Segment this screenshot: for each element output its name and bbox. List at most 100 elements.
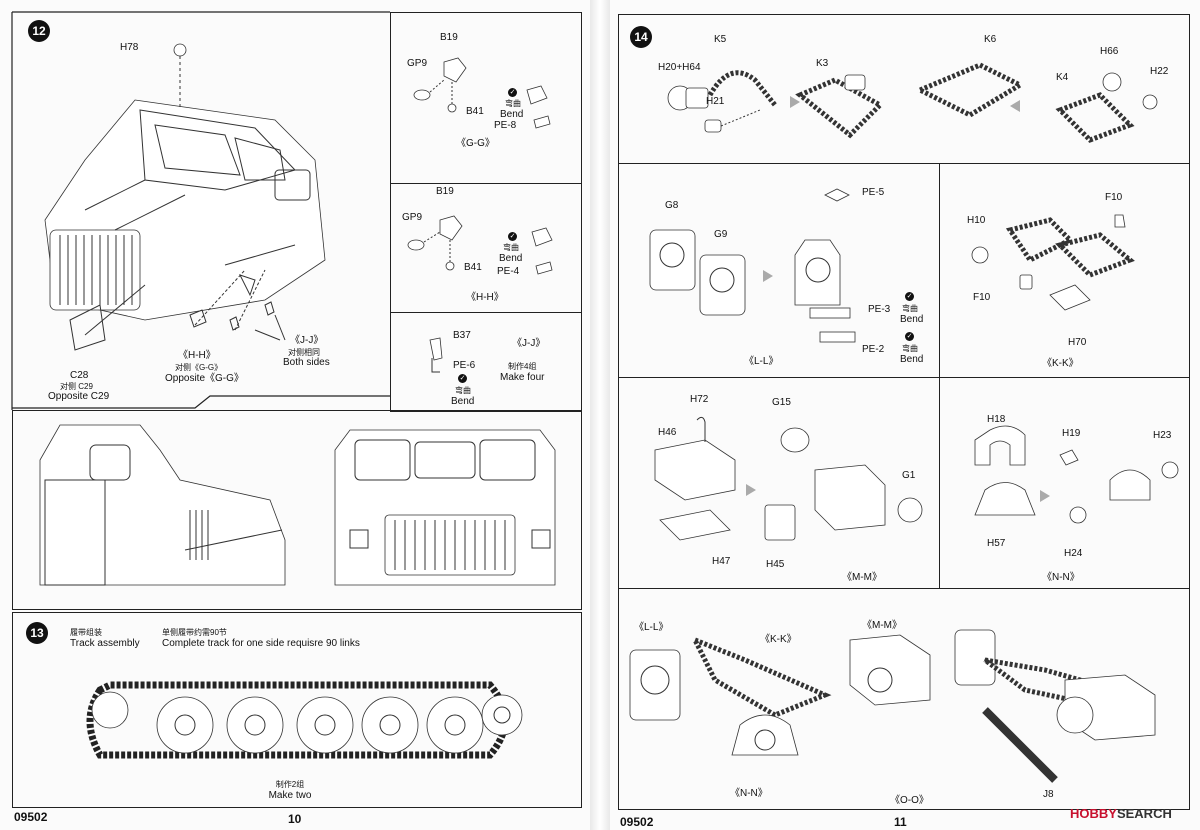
left-catalog-number: 09502: [14, 810, 48, 824]
nn-h19: H19: [1062, 428, 1081, 439]
cab-side-front-views: [39, 424, 556, 586]
mm-g15: G15: [772, 397, 791, 408]
ll-arrow: [763, 270, 773, 282]
kk-h10: H10: [967, 215, 986, 226]
gg-bend-cn: 弯曲: [505, 99, 521, 108]
oo-title: 《O-O》: [890, 795, 929, 806]
step13-links-cn: 单侧履带约需90节: [162, 628, 227, 637]
step14-h66: H66: [1100, 46, 1119, 57]
oo-drawing: [629, 629, 1156, 783]
nn-h57: H57: [987, 538, 1006, 549]
label-jj-en: Both sides: [283, 357, 330, 368]
hh-label-gp9: GP9: [402, 212, 423, 223]
hh-label-b19: B19: [436, 186, 454, 197]
label-c28-cn: 对侧 C29: [60, 382, 93, 391]
step14-k3: K3: [816, 58, 829, 69]
hh-label-b41: B41: [464, 262, 482, 273]
jj-make-en: Make four: [500, 372, 545, 383]
step14-k4: K4: [1056, 72, 1069, 83]
kk-drawing: [971, 214, 1135, 311]
label-c28: C28: [70, 370, 89, 381]
right-catalog-number: 09502: [620, 815, 654, 829]
nn-drawing: [974, 425, 1179, 524]
track-assembly-drawing: [86, 681, 523, 759]
oo-kk-ref: 《K-K》: [760, 634, 797, 645]
nn-h23: H23: [1153, 430, 1172, 441]
jj-parts-drawing: [429, 337, 443, 373]
jj-label-pe6: PE-6: [453, 360, 476, 371]
hh-label-pe4: PE-4: [497, 266, 520, 277]
step14-h20h64: H20+H64: [658, 62, 701, 73]
oo-box: [618, 588, 1190, 810]
step14-k6: K6: [984, 34, 997, 45]
oo-ll-ref: 《L-L》: [634, 622, 669, 633]
nn-h18: H18: [987, 414, 1006, 425]
mm-title: 《M-M》: [842, 572, 882, 583]
jj-bend-cn: 弯曲: [455, 386, 471, 395]
ll-bend-icon-2: ✓: [905, 332, 914, 341]
hh-bend-cn: 弯曲: [503, 243, 519, 252]
right-page: 14 K5 H20+H64 H21 K3 K6 H66 K4 H22 G8 G9…: [610, 0, 1200, 830]
gg-bend-icon: ✓: [508, 88, 517, 97]
jj-make-cn: 制作4组: [508, 362, 537, 371]
left-page: 12 H78 C: [0, 0, 590, 830]
gg-label-gp9: GP9: [407, 58, 428, 69]
mm-g1: G1: [902, 470, 916, 481]
step14-drawing: [667, 62, 1158, 143]
gg-title: 《G-G》: [456, 138, 495, 149]
gg-label-pe8: PE-8: [494, 120, 517, 131]
ll-pe5: PE-5: [862, 187, 885, 198]
label-jj-ref: 《J-J》: [290, 335, 324, 346]
hh-bend-icon: ✓: [508, 232, 517, 241]
label-jj-cn: 对侧相同: [288, 348, 320, 357]
oo-j8: J8: [1043, 789, 1054, 800]
ll-drawing: [649, 188, 856, 343]
gg-label-b19: B19: [440, 32, 458, 43]
jj-bend-icon: ✓: [458, 374, 467, 383]
gg-parts-drawing: [413, 57, 551, 129]
step13-track-cn: 履带组装: [70, 628, 102, 637]
gg-bend-en: Bend: [500, 109, 524, 120]
ll-pe3: PE-3: [868, 304, 891, 315]
jj-box: [390, 312, 582, 412]
mm-h47: H47: [712, 556, 731, 567]
step13-make-cn: 制作2组: [275, 780, 305, 789]
ll-title: 《L-L》: [744, 356, 779, 367]
step13-track-en: Track assembly: [70, 638, 140, 649]
step14-arrow-2: [1010, 100, 1020, 112]
mm-h46: H46: [658, 427, 677, 438]
watermark-rest: SEARCH: [1116, 806, 1172, 821]
book-gutter: [590, 0, 610, 830]
ll-g8: G8: [665, 200, 679, 211]
ll-bend-en-2: Bend: [900, 354, 924, 365]
mm-h72: H72: [690, 394, 709, 405]
label-gg-en: Opposite《G-G》: [165, 373, 244, 384]
truck-cab-drawing: [44, 43, 326, 351]
label-h78: H78: [120, 42, 139, 53]
label-c28-en: Opposite C29: [48, 391, 110, 402]
step13-number: 13: [26, 622, 48, 644]
step13-box: [12, 612, 582, 808]
step14-arrow-1: [790, 96, 800, 108]
mm-arrow: [746, 484, 756, 496]
gg-label-b41: B41: [466, 106, 484, 117]
step14-h22: H22: [1150, 66, 1169, 77]
mm-h45: H45: [766, 559, 785, 570]
hh-bend-en: Bend: [499, 253, 523, 264]
step14-h21: H21: [706, 96, 725, 107]
kk-f10b: F10: [973, 292, 991, 303]
nn-h24: H24: [1064, 548, 1083, 559]
ll-bend-en-1: Bend: [900, 314, 924, 325]
step13-make-en: Make two: [268, 790, 312, 801]
label-gg-cn: 对侧《G-G》: [175, 363, 223, 372]
step14-number: 14: [630, 26, 652, 48]
right-page-number: 11: [894, 815, 907, 829]
mm-drawing: [654, 416, 923, 541]
ll-g9: G9: [714, 229, 728, 240]
oo-nn-ref: 《N-N》: [730, 788, 768, 799]
jj-bend-en: Bend: [451, 396, 475, 407]
jj-title: 《J-J》: [512, 338, 546, 349]
hh-parts-drawing: [407, 215, 553, 275]
nn-arrow: [1040, 490, 1050, 502]
ll-bend-cn-2: 弯曲: [902, 344, 918, 353]
